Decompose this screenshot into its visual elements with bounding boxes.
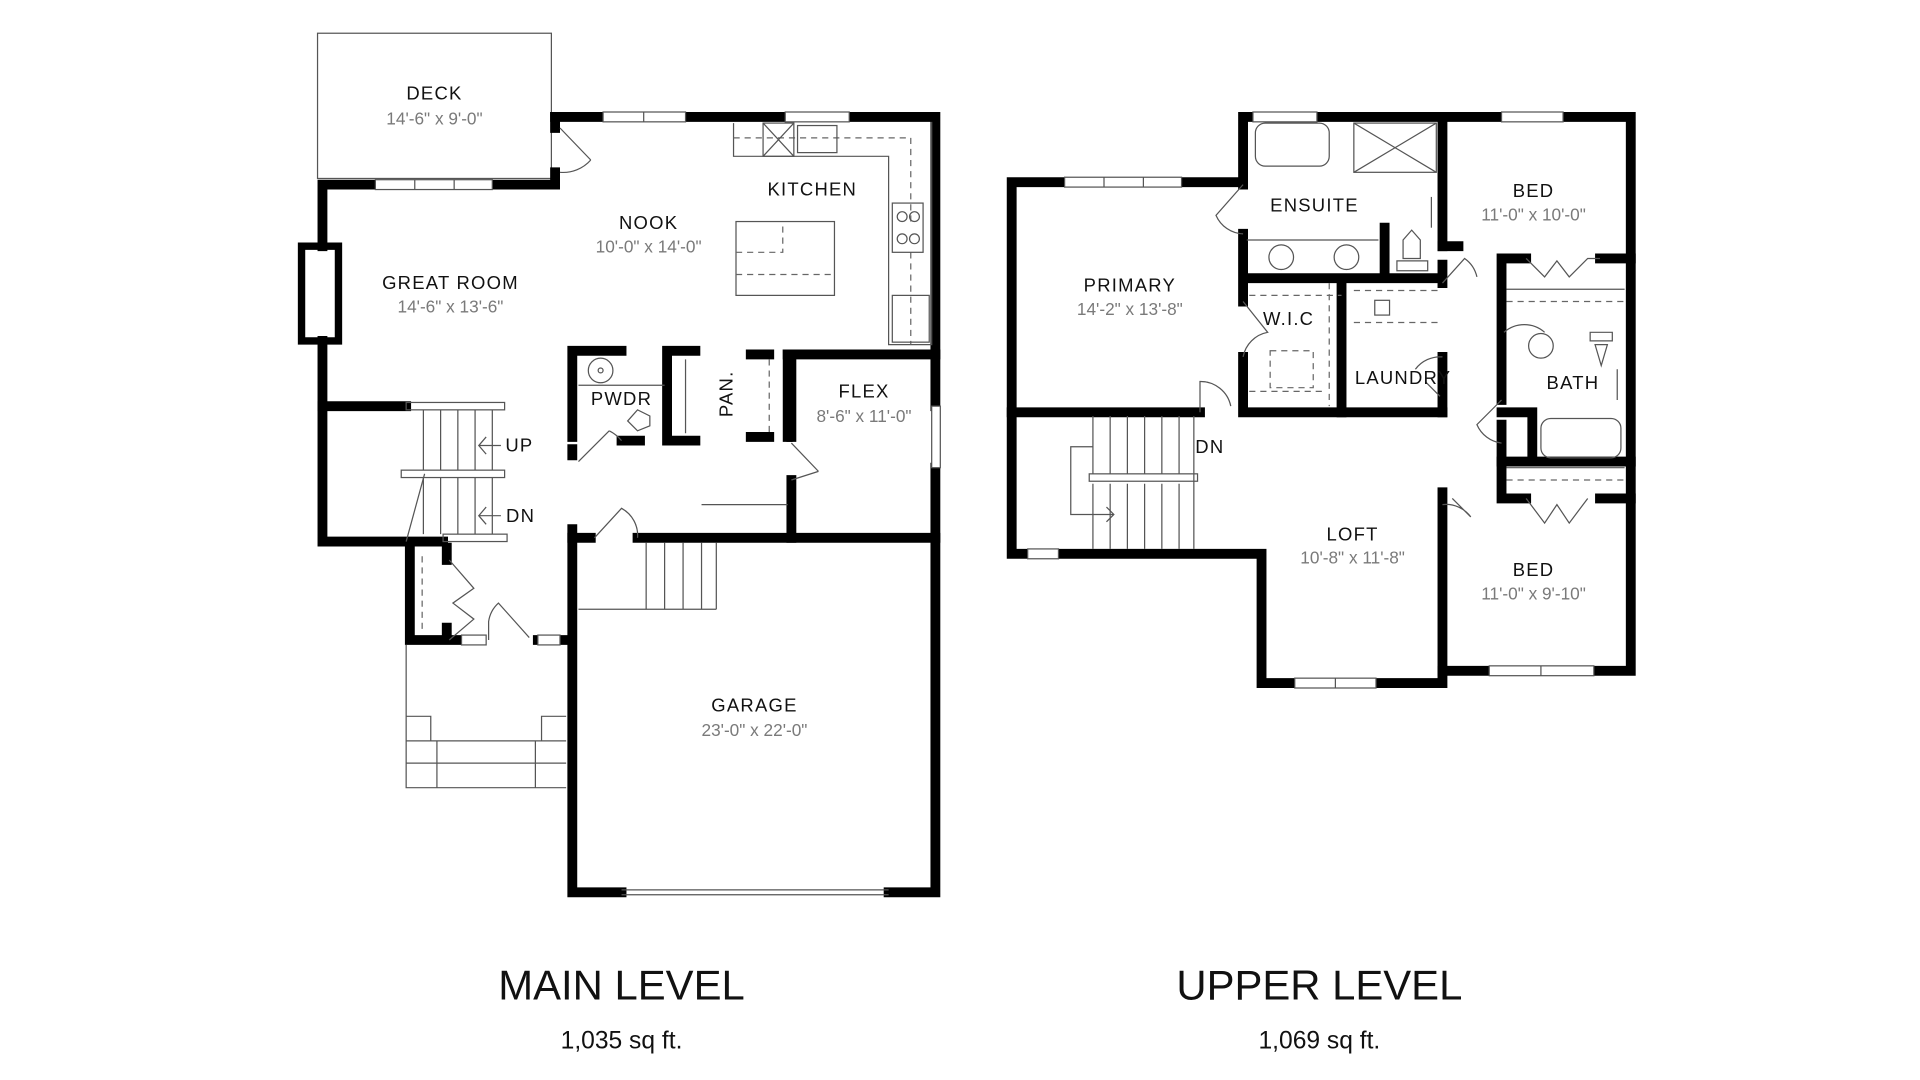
toilet-icon — [1396, 229, 1429, 272]
room-size-flex: 8'-6" x 11'-0" — [816, 406, 911, 426]
washer-icon — [1374, 299, 1391, 316]
toilet-icon — [626, 409, 651, 432]
kitchen-island — [735, 220, 836, 296]
room-label-primary: PRIMARY — [1084, 275, 1176, 296]
bathtub-icon — [1540, 417, 1622, 459]
room-label-deck: DECK — [406, 83, 462, 104]
porch — [405, 644, 567, 789]
level-area-upper: 1,069 sq ft. — [1259, 1028, 1381, 1055]
room-label-great-room: GREAT ROOM — [382, 272, 519, 293]
room-label-pantry: PAN. — [715, 371, 736, 418]
room-label-garage: GARAGE — [711, 694, 797, 715]
room-size-deck: 14'-6" x 9'-0" — [386, 108, 482, 128]
upper-walls — [1006, 112, 1636, 688]
room-size-loft: 10'-8" x 11'-8" — [1300, 548, 1405, 568]
room-label-ensuite: ENSUITE — [1270, 195, 1359, 216]
upper-stairs — [1070, 416, 1199, 549]
arrow-down-icon — [477, 506, 501, 525]
room-label-kitchen: KITCHEN — [768, 179, 858, 200]
room-label-bed-1: BED — [1513, 180, 1555, 201]
upper-doors — [1199, 184, 1600, 525]
attic-access — [1269, 350, 1314, 389]
sink-icon — [587, 357, 614, 384]
room-label-bed-2: BED — [1513, 559, 1555, 580]
stove-icon — [891, 202, 924, 253]
room-size-great-room: 14'-6" x 13'-6" — [398, 297, 504, 317]
upper-windows — [1027, 111, 1595, 689]
stair-label-down: DN — [506, 505, 535, 526]
sink-icon — [796, 124, 838, 154]
main-windows — [374, 111, 941, 896]
pwdr-fixtures — [578, 357, 770, 434]
room-label-pwdr: PWDR — [591, 388, 652, 409]
room-label-wic: W.I.C — [1263, 308, 1314, 329]
room-size-primary: 14'-2" x 13'-8" — [1077, 299, 1183, 319]
arrow-icon — [1070, 416, 1195, 549]
main-doors — [448, 127, 819, 641]
room-label-nook: NOOK — [619, 212, 678, 233]
main-stairs — [400, 401, 788, 634]
room-label-bath: BATH — [1547, 372, 1600, 393]
room-size-garage: 23'-0" x 22'-0" — [702, 720, 808, 740]
level-title-upper: UPPER LEVEL — [1176, 961, 1462, 1008]
upper-fixtures — [1246, 122, 1625, 481]
level-title-main: MAIN LEVEL — [498, 961, 744, 1008]
room-size-bed-1: 11'-0" x 10'-0" — [1481, 204, 1586, 224]
fridge-icon — [891, 294, 930, 343]
upper-level-plan: ENSUITE BED 11'-0" x 10'-0" PRIMARY 14'-… — [1006, 111, 1636, 1055]
stair-label-down-upper: DN — [1195, 436, 1224, 457]
kitchen-fixtures — [732, 121, 933, 346]
stair-label-up: UP — [505, 435, 533, 456]
level-area-main: 1,035 sq ft. — [561, 1028, 683, 1055]
toilet-icon — [1589, 331, 1613, 368]
room-size-bed-2: 11'-0" x 9'-10" — [1481, 583, 1586, 603]
arrow-up-icon — [477, 436, 501, 455]
room-label-flex: FLEX — [838, 381, 889, 402]
room-label-loft: LOFT — [1327, 523, 1379, 544]
deck-outline — [316, 32, 552, 180]
room-label-laundry: LAUNDRY — [1355, 367, 1451, 388]
bathtub-icon — [1254, 122, 1330, 167]
sink-icon — [1333, 244, 1360, 271]
sink-icon — [1528, 332, 1554, 359]
main-level-plan: DECK 14'-6" x 9'-0" KITCHEN NOOK 10'-0" … — [297, 32, 941, 1055]
shower-icon — [1353, 122, 1437, 173]
room-size-nook: 10'-0" x 14'-0" — [596, 236, 702, 256]
sink-icon — [1268, 244, 1295, 271]
main-walls — [297, 112, 941, 898]
